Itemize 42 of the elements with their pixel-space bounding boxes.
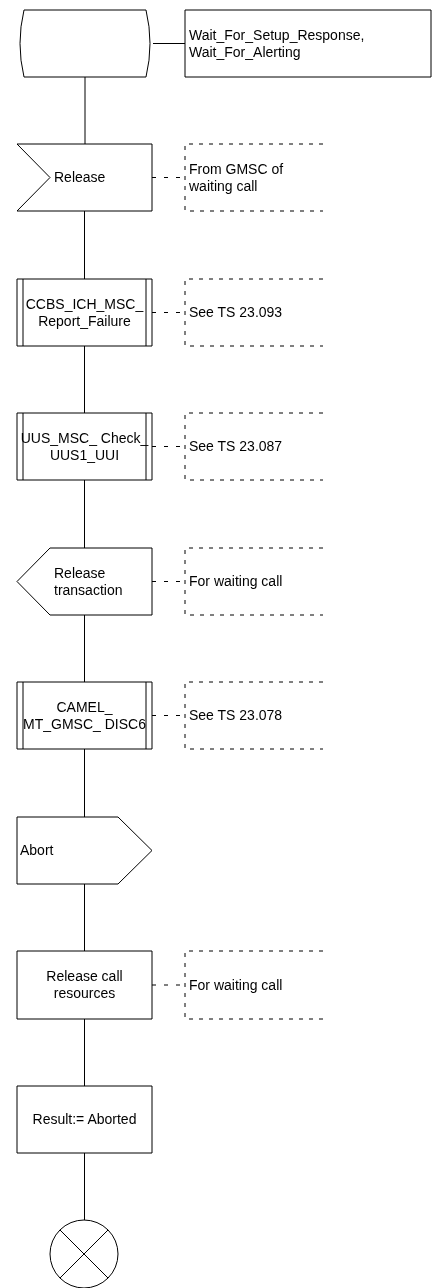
comment-bracket — [185, 682, 323, 749]
stop-symbol — [50, 1220, 118, 1288]
symbol-label: CCBS_ICH_MSC_ Report_Failure — [24, 295, 145, 330]
flow-line — [84, 1152, 85, 1221]
flow-line — [84, 210, 85, 280]
procedure-call-symbol — [17, 413, 152, 480]
symbol-label: UUS_MSC_ Check_ UUS1_UUI — [19, 429, 150, 464]
output-signal-symbol — [17, 817, 152, 884]
state-symbol — [17, 10, 153, 77]
comment-bracket — [185, 144, 323, 211]
comment-text: From GMSC of waiting call — [189, 160, 285, 195]
comment-text: See TS 23.078 — [189, 707, 283, 724]
flow-line — [84, 479, 85, 549]
comment-bracket — [185, 279, 323, 346]
flow-line — [84, 883, 85, 952]
comment-bracket — [185, 951, 323, 1019]
flow-line — [84, 1018, 85, 1087]
procedure-call-symbol — [17, 682, 152, 749]
symbol-label: Release — [54, 169, 106, 186]
output-signal-symbol — [17, 548, 152, 615]
comment-text: For waiting call — [189, 976, 283, 994]
symbol-label: Release transaction — [54, 564, 124, 599]
procedure-call-symbol — [17, 279, 152, 346]
flow-line — [84, 345, 85, 414]
comment-text: See TS 23.087 — [189, 438, 283, 455]
flow-line — [84, 748, 85, 818]
input-signal-symbol — [17, 144, 152, 211]
task-box — [17, 951, 152, 1019]
comment-bracket — [185, 413, 323, 480]
flow-line — [152, 43, 186, 44]
symbol-label: Abort — [20, 842, 54, 859]
symbol-label: Wait_For_Setup_Response, Wait_For_Alerting — [189, 26, 366, 61]
symbol-label: Release call resources — [45, 968, 124, 1002]
comment-text: See TS 23.093 — [189, 304, 283, 321]
state-name-box — [185, 10, 431, 77]
comment-text: For waiting call — [189, 573, 283, 590]
task-box — [17, 1086, 152, 1153]
flow-line — [84, 614, 85, 683]
flow-line — [84, 76, 86, 145]
symbol-label: Result:= Aborted — [32, 1111, 137, 1128]
comment-bracket — [185, 548, 323, 615]
symbol-label: CAMEL_ MT_GMSC_ DISC6 — [22, 698, 147, 733]
